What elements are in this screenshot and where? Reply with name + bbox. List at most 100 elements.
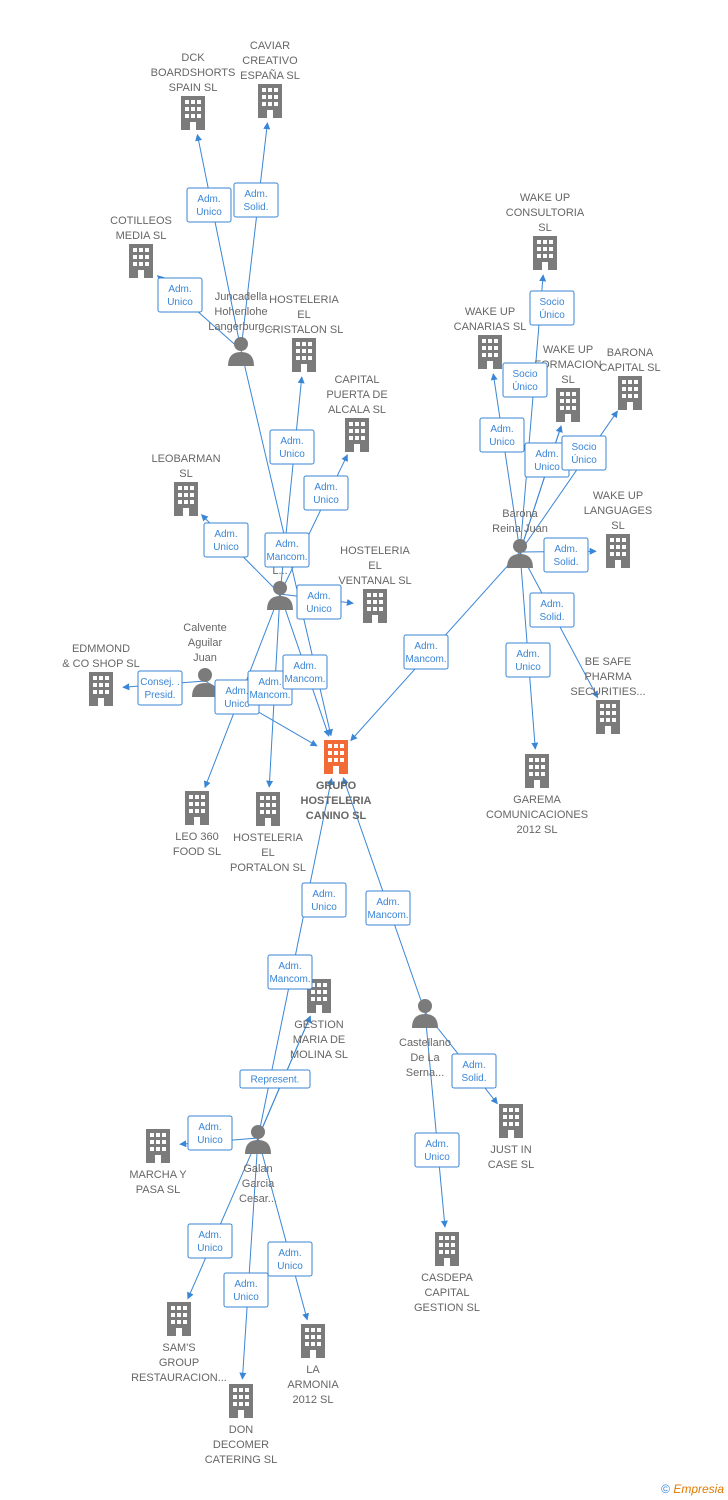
edge-label[interactable]: Adm.Unico [303, 475, 349, 511]
node-label: SAM'S [162, 1342, 195, 1354]
edge-label[interactable]: Adm.Unico [269, 429, 315, 465]
edge-label[interactable]: Adm. Unico [267, 1241, 313, 1277]
edge-label-text: Único [571, 453, 597, 466]
edge-label-text: Adm. [258, 677, 281, 688]
edge-label[interactable]: Adm.Solid. [233, 182, 279, 218]
edge-label-text: Unico [311, 902, 337, 913]
brand-name: Empresia [673, 1482, 724, 1496]
edge-label-box [303, 475, 349, 511]
edge-label[interactable]: Adm.Unico [524, 442, 570, 478]
edge-label[interactable]: Adm.Unico [203, 522, 249, 558]
building-icon [606, 534, 630, 568]
edge-label-text: Mancom. [269, 974, 310, 985]
company-node-besafe[interactable]: BE SAFEPHARMASECURITIES... [570, 656, 646, 734]
node-label: CRISTALON SL [265, 324, 344, 336]
node-label: GROUP [159, 1357, 199, 1369]
building-icon [301, 1324, 325, 1358]
node-label: Hohenlohe [214, 306, 267, 318]
edge-label-text: Adm. [278, 1248, 301, 1259]
edge-label[interactable]: Adm.Solid. [529, 592, 575, 628]
edge-label-text: Adm. [244, 189, 267, 200]
edge-label-text: Unico [224, 699, 250, 710]
edge-label[interactable]: Adm.Solid. [543, 537, 589, 573]
edge-label[interactable]: Adm.Unico [223, 1272, 269, 1308]
node-label: De La [410, 1052, 440, 1064]
edge-label[interactable]: Adm.Unico [186, 187, 232, 223]
edge-label[interactable]: Adm.Solid. [451, 1053, 497, 1089]
edge-label[interactable]: Adm.Mancom. [267, 954, 313, 990]
edge-label-box [267, 954, 313, 990]
edge-label[interactable]: Adm.Unico [157, 277, 203, 313]
edge-label[interactable]: Adm.Unico [479, 417, 525, 453]
node-label: CANARIAS SL [454, 321, 527, 333]
node-label: HOSTELERIA [301, 795, 372, 807]
edge-label[interactable]: Adm.Unico [187, 1223, 233, 1259]
edge-label[interactable]: Consej. .Presid. [137, 670, 183, 706]
edge-label-box [414, 1132, 460, 1168]
edge-label[interactable]: Adm.Unico [296, 584, 342, 620]
edge-label-text: Unico [277, 1261, 303, 1272]
edge-label-box [264, 532, 310, 568]
edge-label-text: Adm. [554, 544, 577, 555]
company-node-edmmond[interactable]: EDMMOND& CO SHOP SL [62, 643, 140, 706]
node-label: BE SAFE [585, 656, 631, 668]
edge-label-text: Adm. [425, 1139, 448, 1150]
node-label: HOSTELERIA [340, 545, 410, 557]
edge-label-box [529, 592, 575, 628]
building-icon [256, 792, 280, 826]
edge-juncadella-caviar [240, 122, 271, 351]
edge-label[interactable]: Adm.Mancom. [365, 890, 411, 926]
edge-label[interactable]: Adm.Mancom. [403, 634, 449, 670]
edge-label-text: Mancom. [249, 690, 290, 701]
edge-label-box [282, 654, 328, 690]
edge-label[interactable]: Adm. Unico [301, 882, 347, 918]
person-node-galan[interactable]: GalanGarciaCesar... [239, 1125, 277, 1205]
edge-label[interactable]: Represent. [239, 1069, 311, 1089]
edge-label-text: Mancom. [266, 552, 307, 563]
edge-label[interactable]: Adm.Unico [414, 1132, 460, 1168]
person-node-juncadella[interactable]: JuncadellaHohenloheLangerburg... [208, 291, 274, 366]
building-icon [525, 754, 549, 788]
edge-label-text: Único [539, 308, 565, 321]
edge-label-text: Adm. [312, 889, 335, 900]
node-label: ARMONIA [287, 1379, 339, 1391]
node-label: FORMACION [534, 359, 601, 371]
edge-label[interactable]: Adm.Mancom. [264, 532, 310, 568]
building-icon [258, 84, 282, 118]
company-node-sams[interactable]: SAM'SGROUPRESTAURACION... [131, 1302, 227, 1384]
edge-label[interactable]: Adm.Unico [187, 1115, 233, 1151]
node-label: FOOD SL [173, 846, 221, 858]
edge-label-text: Socio [512, 369, 537, 380]
edge-label[interactable]: Adm.Unico [505, 642, 551, 678]
edge-label[interactable]: Adm.Mancom. [282, 654, 328, 690]
